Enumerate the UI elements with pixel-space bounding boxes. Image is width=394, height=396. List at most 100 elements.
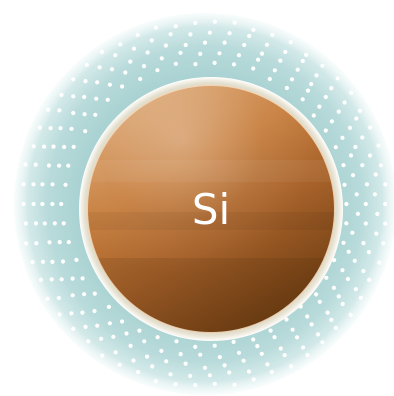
shell-dot xyxy=(354,287,358,291)
shell-dot xyxy=(58,312,62,316)
shell-dot xyxy=(60,277,64,281)
shell-dot xyxy=(58,126,62,130)
shell-dot xyxy=(361,241,365,245)
shell-dot xyxy=(184,362,188,366)
shell-dot xyxy=(334,145,338,149)
shell-dot xyxy=(110,67,114,71)
shell-dot xyxy=(93,113,97,117)
shell-dot xyxy=(53,221,57,225)
shell-dot xyxy=(273,68,277,72)
shell-dot xyxy=(279,346,283,350)
shell-dot xyxy=(305,353,309,357)
shell-dot xyxy=(24,241,28,245)
shell-dot xyxy=(365,182,369,186)
shell-dot xyxy=(367,250,371,254)
shell-dot xyxy=(179,352,183,356)
shell-dot xyxy=(32,144,36,148)
shell-dot xyxy=(356,212,360,216)
shell-dot xyxy=(94,97,98,101)
shell-dot xyxy=(332,286,336,290)
shell-dot xyxy=(92,309,96,313)
shell-dot xyxy=(34,163,38,167)
shell-dot xyxy=(50,202,54,206)
shell-dot xyxy=(99,337,103,341)
shell-dot xyxy=(188,374,192,378)
shell-dot xyxy=(113,53,117,57)
shell-dot xyxy=(242,43,246,47)
shell-dot xyxy=(213,61,217,65)
shell-dot xyxy=(344,202,348,206)
shell-dot xyxy=(317,105,321,109)
shell-dot xyxy=(100,50,104,54)
shell-dot xyxy=(41,260,45,264)
shell-dot xyxy=(350,231,354,235)
shell-dot xyxy=(40,202,44,206)
shell-dot xyxy=(136,33,140,37)
shell-dot xyxy=(318,300,322,304)
shell-dot xyxy=(324,276,328,280)
shell-dot xyxy=(107,305,111,309)
shell-dot xyxy=(375,212,379,216)
shell-dot xyxy=(341,302,345,306)
shell-dot xyxy=(40,182,44,186)
shell-dot xyxy=(355,192,359,196)
shell-dot xyxy=(98,65,102,69)
shell-dot xyxy=(379,163,383,167)
shell-dot xyxy=(232,340,236,344)
shell-dot xyxy=(336,76,340,80)
shell-dot xyxy=(324,128,328,132)
shell-dot xyxy=(174,339,178,343)
shell-dot xyxy=(305,314,309,318)
shell-dot xyxy=(142,339,146,343)
shell-dot xyxy=(329,86,333,90)
shell-dot xyxy=(71,293,75,297)
shell-dot xyxy=(233,383,237,387)
shell-dot xyxy=(59,202,63,206)
shell-dot xyxy=(301,59,305,63)
shell-dot xyxy=(237,53,241,57)
shell-dot xyxy=(377,143,381,147)
shell-dot xyxy=(168,372,172,376)
shell-dot xyxy=(72,145,76,149)
shell-dot xyxy=(193,383,197,387)
shell-dot xyxy=(111,335,115,339)
shell-dot xyxy=(178,51,182,55)
shell-dot xyxy=(304,53,308,57)
shell-dot xyxy=(383,222,387,226)
shell-dot xyxy=(164,359,168,363)
shell-dot xyxy=(155,68,159,72)
shell-dot xyxy=(71,277,75,281)
shell-dot xyxy=(364,221,368,225)
shell-dot xyxy=(138,77,142,81)
shell-dot xyxy=(290,77,294,81)
shell-dot xyxy=(43,221,47,225)
shell-dot xyxy=(71,327,75,331)
shell-dot xyxy=(278,59,282,63)
shell-dot xyxy=(57,296,61,300)
shell-dot xyxy=(81,276,85,280)
shell-dot xyxy=(268,77,272,81)
shell-dot xyxy=(193,345,197,349)
shell-dot xyxy=(21,182,25,186)
shell-dot xyxy=(58,240,62,244)
shell-dot xyxy=(260,352,264,356)
shell-dot xyxy=(62,145,66,149)
shell-dot xyxy=(218,355,222,359)
shell-dot xyxy=(347,250,351,254)
shell-dot xyxy=(174,62,178,66)
shell-dot xyxy=(374,172,378,176)
shell-dot xyxy=(169,32,173,36)
shell-dot xyxy=(368,126,372,130)
shell-dot xyxy=(208,31,212,35)
core-label: Si xyxy=(192,185,230,234)
shell-dot xyxy=(301,345,305,349)
shell-dot xyxy=(154,25,158,29)
shell-dot xyxy=(69,311,73,315)
shell-dot xyxy=(361,269,365,273)
shell-dot xyxy=(342,183,346,187)
shell-dot xyxy=(354,116,358,120)
shell-dot xyxy=(146,50,150,54)
shell-dot xyxy=(38,126,42,130)
shell-dot xyxy=(57,108,61,112)
